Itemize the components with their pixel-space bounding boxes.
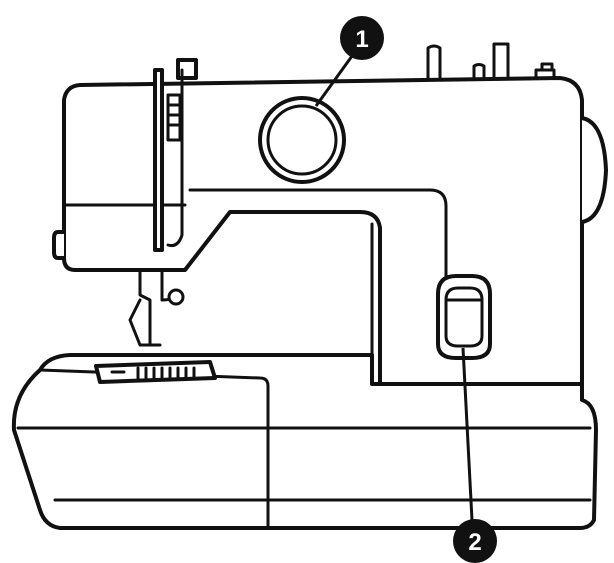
pattern-selector-dial [258,96,346,184]
handwheel [580,116,608,224]
callout-1-label: 1 [355,26,368,53]
needle-assembly [128,268,185,347]
callout-2-label: 2 [468,529,481,556]
callout-1-badge [340,16,384,60]
callout-2: 2 [453,347,497,563]
callout-2-badge [453,519,497,563]
side-knob [52,230,66,260]
needle-plate [94,360,217,384]
machine-base [11,353,598,530]
callout-1: 1 [314,16,384,107]
take-up-lever [153,58,198,252]
spool-pins [426,42,556,80]
power-switch [436,274,492,360]
